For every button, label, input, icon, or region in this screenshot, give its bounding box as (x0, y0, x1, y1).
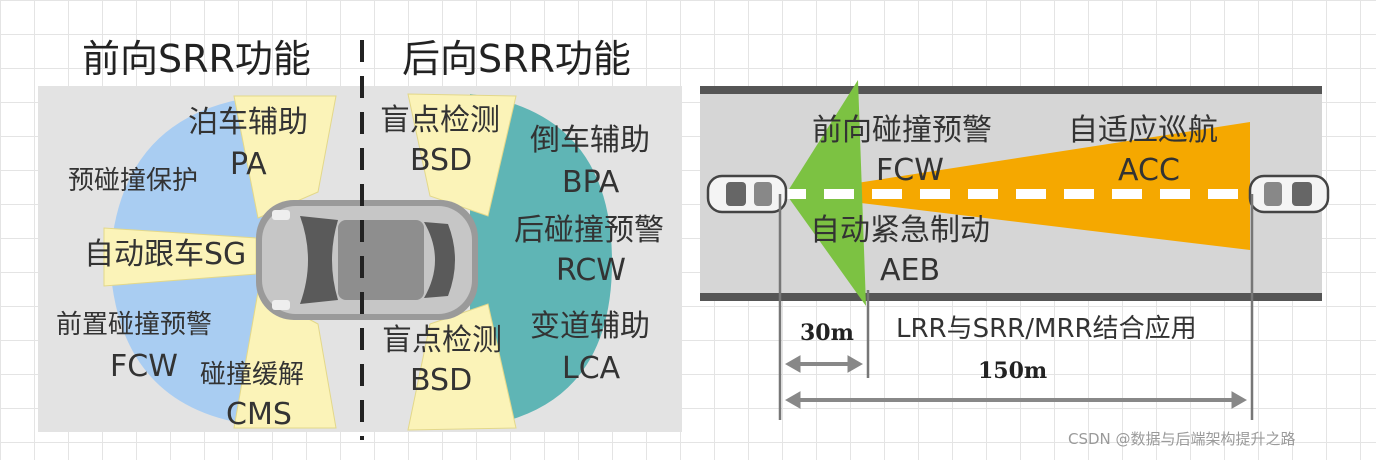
bsd-top-label-cn: 盲点检测 (380, 103, 500, 138)
lca-label-en: LCA (562, 351, 621, 386)
bpa-label-cn: 倒车辅助 (530, 123, 650, 158)
lca-label-cn: 变道辅助 (530, 309, 650, 344)
pa-label-cn: 泊车辅助 (188, 105, 308, 140)
acc-beam (786, 122, 1250, 250)
road-edge-top (700, 86, 1322, 94)
pa-zone (233, 95, 337, 219)
lrr-srr-mrr-note: LRR与SRR/MRR结合应用 (896, 314, 1197, 344)
bsd-bottom-label-en: BSD (410, 363, 473, 398)
rear-srr-title: 后向SRR功能 (402, 37, 631, 81)
rcw-label-cn: 后碰撞预警 (514, 213, 664, 248)
rear-coverage-zone (470, 94, 612, 428)
bsd-top-label-en: BSD (410, 143, 473, 178)
road-edge-bottom (700, 293, 1322, 301)
acc-label-cn: 自适应巡航 (1068, 113, 1218, 148)
distance-30m-label: 30m (800, 320, 854, 346)
pre-crash-label: 预碰撞保护 (68, 166, 199, 196)
csdn-watermark: CSDN @数据与后端架构提升之路 (1068, 430, 1296, 448)
bsd-bottom-label-cn: 盲点检测 (382, 323, 502, 358)
fcw-front-label-cn: 前置碰撞预警 (56, 310, 213, 340)
acc-label-en: ACC (1118, 153, 1180, 188)
measure-150m-arrow (784, 391, 1248, 409)
distance-150m-label: 150m (978, 358, 1048, 384)
target-car (1248, 174, 1330, 214)
ego-car (706, 174, 788, 214)
measure-30m-arrow (784, 355, 864, 373)
fcw-right-label-en: FCW (876, 153, 944, 188)
cms-label-en: CMS (226, 397, 292, 432)
bsd-bottom-zone (407, 303, 517, 431)
bsd-top-zone (407, 93, 517, 217)
bpa-label-en: BPA (562, 165, 620, 200)
aeb-label-cn: 自动紧急制动 (810, 213, 990, 248)
fcw-right-label-cn: 前向碰撞预警 (812, 113, 992, 148)
fcw-front-label-en: FCW (110, 349, 178, 384)
front-srr-title: 前向SRR功能 (82, 37, 311, 81)
pa-label-en: PA (230, 147, 267, 182)
aeb-label-en: AEB (880, 253, 941, 288)
sg-label: 自动跟车SG (84, 237, 247, 272)
rcw-label-en: RCW (556, 253, 626, 288)
cms-label-cn: 碰撞缓解 (200, 360, 305, 390)
car-top-view (256, 200, 478, 320)
